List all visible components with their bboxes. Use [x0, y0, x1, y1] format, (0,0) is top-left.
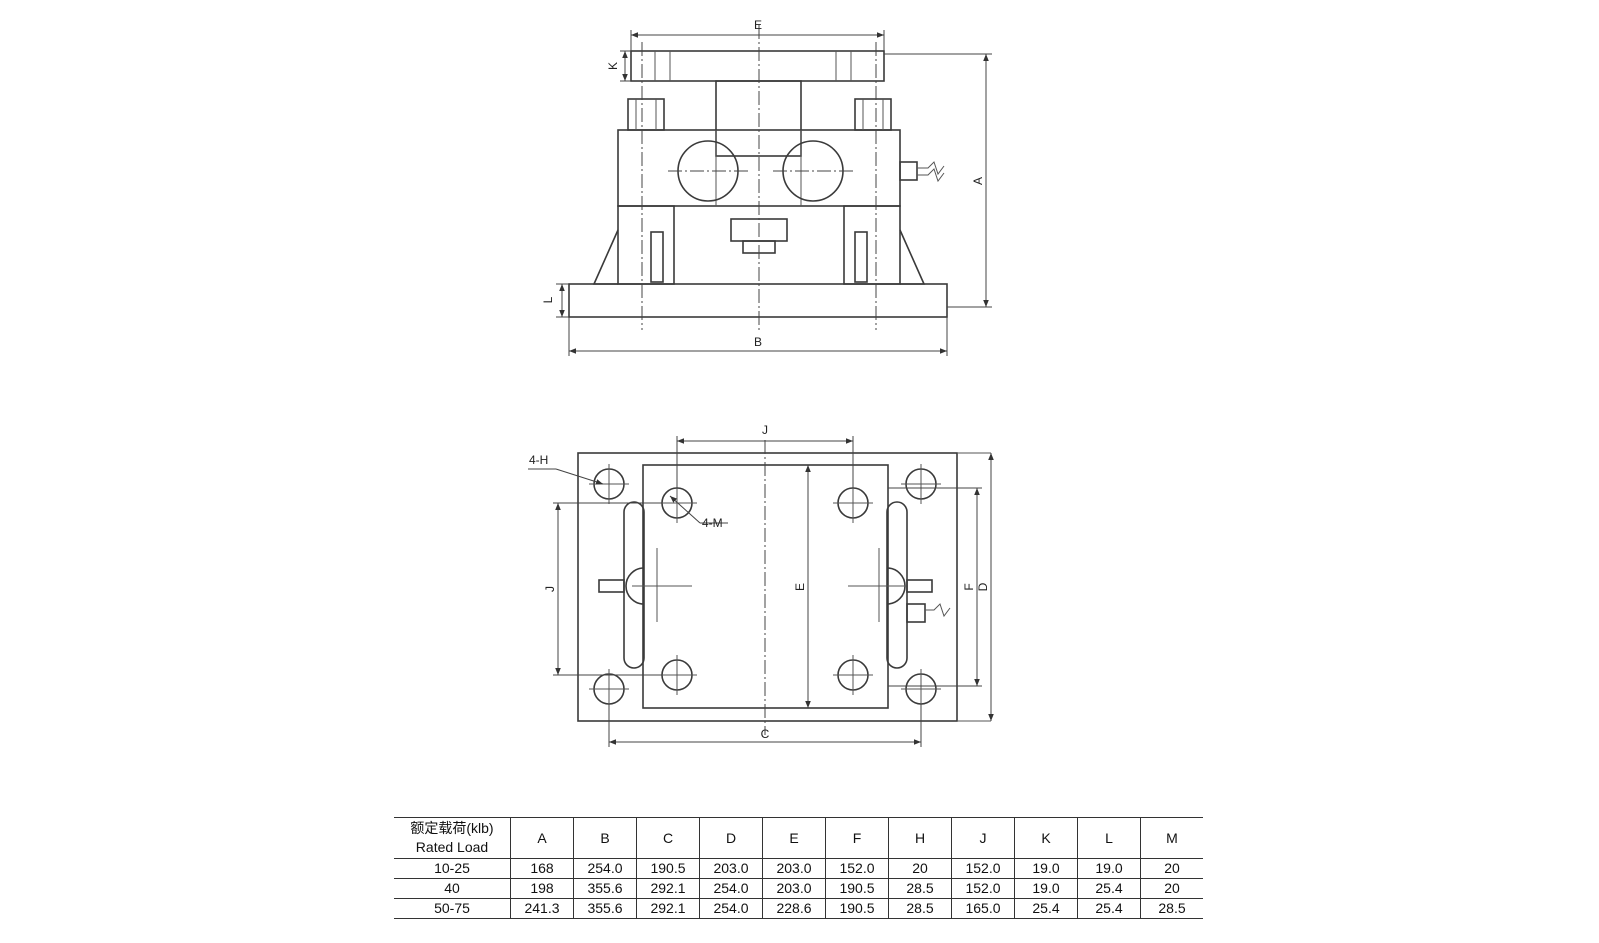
left-slot — [650, 231, 664, 283]
right-stud — [854, 98, 892, 131]
dim-label-e: E — [754, 18, 762, 32]
table-cell: 152.0 — [951, 858, 1015, 879]
left-stud — [627, 98, 665, 131]
table-cell-load: 10-25 — [394, 858, 511, 879]
right-stud-top — [906, 579, 933, 593]
top-base-plate — [577, 452, 958, 722]
base-plate — [568, 283, 948, 318]
dim-label-4m: 4-M — [702, 516, 723, 530]
table-header-col: H — [888, 817, 952, 859]
left-bracket — [623, 501, 645, 669]
left-gusset — [592, 229, 619, 285]
table-header-col: C — [636, 817, 700, 859]
table-cell: 19.0 — [1014, 878, 1078, 899]
table-cell: 25.4 — [1014, 898, 1078, 919]
table-cell: 20 — [1140, 878, 1203, 899]
table-cell: 28.5 — [888, 878, 952, 899]
table-cell: 355.6 — [573, 898, 637, 919]
table-header-col: K — [1014, 817, 1078, 859]
cable-gland — [899, 161, 918, 181]
table-cell: 168 — [510, 858, 574, 879]
dim-label-j-left: J — [543, 586, 557, 592]
table-cell: 254.0 — [699, 878, 763, 899]
right-pin-top — [886, 567, 906, 605]
table-header-load-en: Rated Load — [415, 839, 489, 855]
dim-label-f: F — [962, 583, 976, 590]
table-cell: 203.0 — [762, 878, 826, 899]
table-cell: 292.1 — [636, 878, 700, 899]
table-header-col: F — [825, 817, 889, 859]
dim-label-4h: 4-H — [529, 453, 548, 467]
table-cell: 355.6 — [573, 878, 637, 899]
table-cell: 20 — [888, 858, 952, 879]
top-plate — [630, 50, 885, 82]
table-row: 10-25 168 254.0 190.5 203.0 203.0 152.0 … — [394, 858, 1203, 879]
dim-label-b: B — [754, 335, 762, 349]
dim-label-l: L — [541, 296, 555, 303]
table-cell: 254.0 — [699, 898, 763, 919]
right-bracket — [886, 501, 908, 669]
table-cell: 19.0 — [1014, 858, 1078, 879]
front-view: E K A L B — [541, 18, 992, 356]
table-cell: 152.0 — [951, 878, 1015, 899]
table-cell: 190.5 — [636, 858, 700, 879]
table-row: 50-75 241.3 355.6 292.1 254.0 228.6 190.… — [394, 898, 1203, 919]
table-cell: 198 — [510, 878, 574, 899]
table-cell: 241.3 — [510, 898, 574, 919]
table-row: 40 198 355.6 292.1 254.0 203.0 190.5 28.… — [394, 878, 1203, 899]
table-cell: 20 — [1140, 858, 1203, 879]
table-cell: 152.0 — [825, 858, 889, 879]
table-header-load-cn: 额定载荷(klb) — [410, 820, 494, 836]
table-cell: 19.0 — [1077, 858, 1141, 879]
table-cell: 292.1 — [636, 898, 700, 919]
table-header-load: 额定载荷(klb) Rated Load — [394, 817, 511, 859]
dim-label-e-mid: E — [793, 583, 807, 591]
table-cell: 28.5 — [1140, 898, 1203, 919]
table-cell: 190.5 — [825, 878, 889, 899]
table-header-col: A — [510, 817, 574, 859]
table-header-col: L — [1077, 817, 1141, 859]
dim-label-d: D — [976, 582, 990, 591]
left-pin-top — [625, 567, 645, 605]
dim-label-j-top: J — [762, 423, 768, 437]
dimension-table: 额定载荷(klb) Rated Load A B C D E F H J K L… — [394, 817, 1203, 919]
dim-label-k: K — [606, 62, 620, 70]
table-header-col: M — [1140, 817, 1203, 859]
table-cell: 28.5 — [888, 898, 952, 919]
table-cell-load: 50-75 — [394, 898, 511, 919]
table-cell: 203.0 — [762, 858, 826, 879]
table-cell: 25.4 — [1077, 878, 1141, 899]
right-slot — [854, 231, 868, 283]
left-stud-top — [598, 579, 625, 593]
table-header-col: B — [573, 817, 637, 859]
table-cell: 228.6 — [762, 898, 826, 919]
dim-label-a: A — [971, 177, 985, 185]
table-header-row: 额定载荷(klb) Rated Load A B C D E F H J K L… — [394, 817, 1203, 859]
table-cell: 254.0 — [573, 858, 637, 879]
right-gusset — [899, 229, 926, 285]
table-cell: 25.4 — [1077, 898, 1141, 919]
table-header-col: J — [951, 817, 1015, 859]
left-support — [617, 205, 675, 285]
table-cell: 190.5 — [825, 898, 889, 919]
table-header-col: E — [762, 817, 826, 859]
table-cell: 203.0 — [699, 858, 763, 879]
dim-label-c: C — [761, 727, 770, 741]
top-view: J 4-H 4-M J E F D C — [528, 423, 994, 747]
table-cell: 165.0 — [951, 898, 1015, 919]
table-header-col: D — [699, 817, 763, 859]
right-support — [843, 205, 901, 285]
cable-gland-top — [906, 603, 926, 623]
table-cell-load: 40 — [394, 878, 511, 899]
